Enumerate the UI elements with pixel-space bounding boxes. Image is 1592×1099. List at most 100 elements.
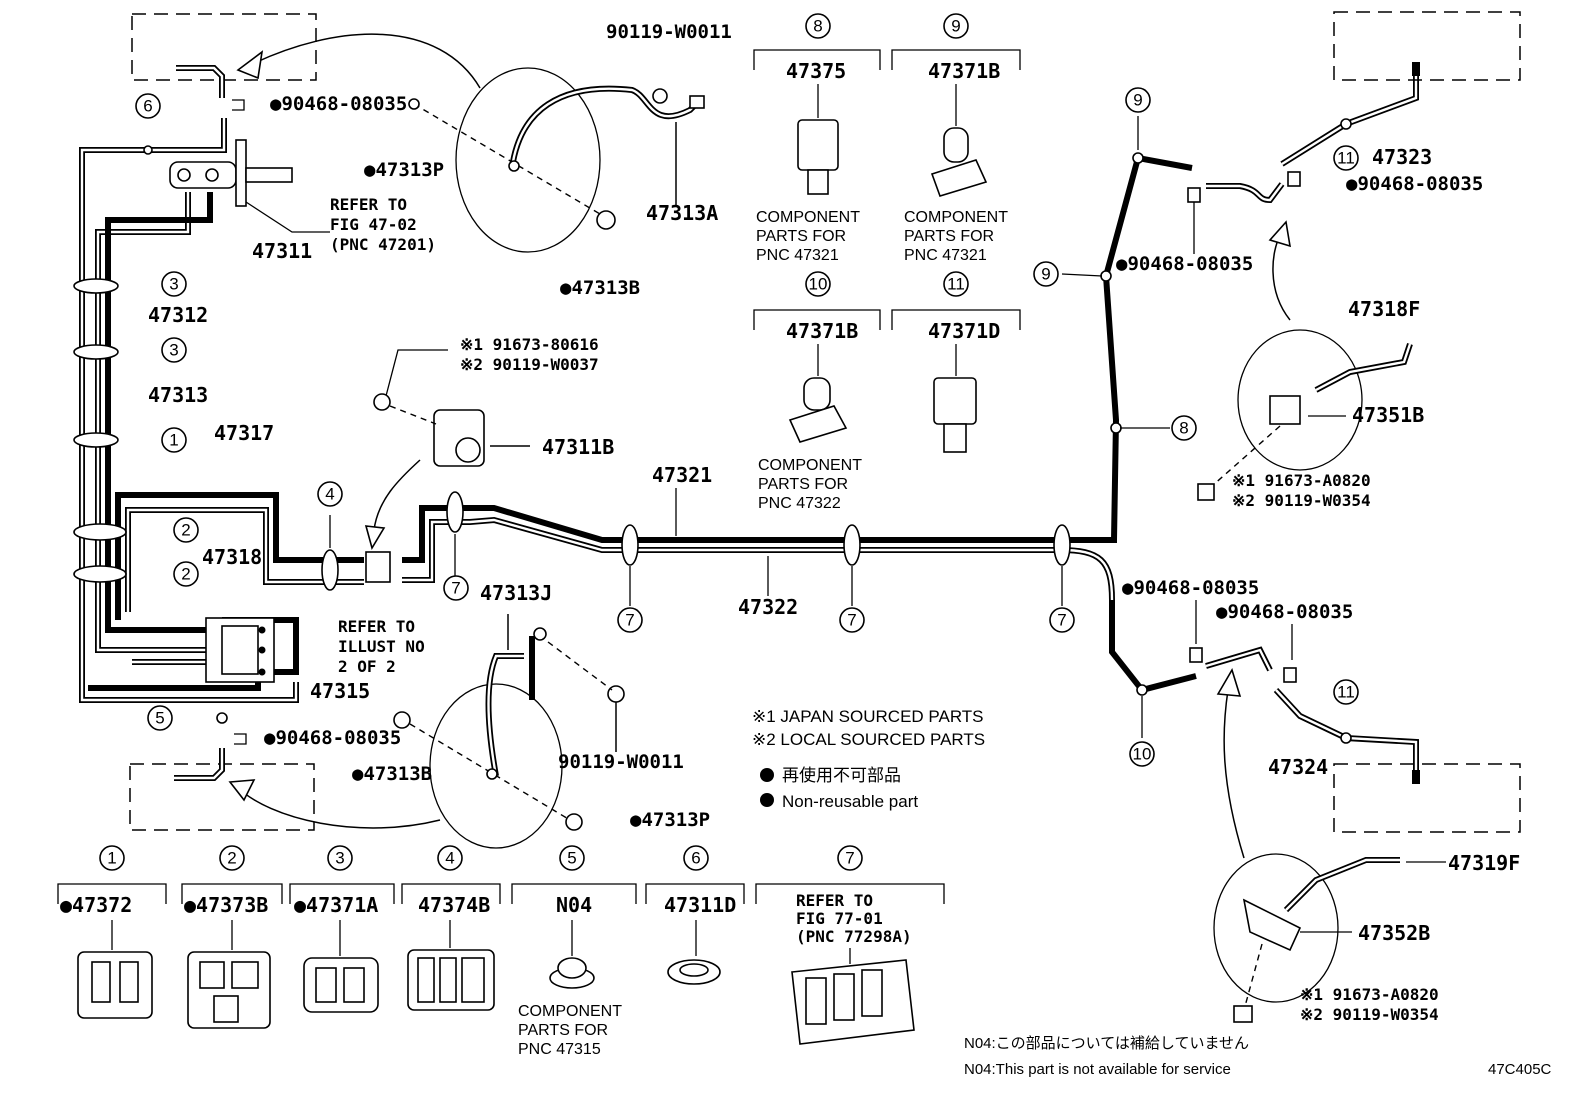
svg-text:●47373B: ●47373B <box>184 893 268 917</box>
label-47352b: 47352B <box>1358 921 1430 945</box>
svg-text:PNC 47315: PNC 47315 <box>518 1041 601 1058</box>
svg-text:ILLUST NO: ILLUST NO <box>338 637 425 656</box>
svg-text:COMPONENT: COMPONENT <box>758 457 862 474</box>
svg-text:PNC 47321: PNC 47321 <box>904 247 987 264</box>
label-47312: 47312 <box>148 303 208 327</box>
label-90468-08035-d: ●90468-08035 <box>1346 173 1483 195</box>
label-47313a: 47313A <box>646 201 718 225</box>
svg-text:6: 6 <box>691 849 700 868</box>
left-tube-bundle <box>73 118 364 703</box>
svg-text:10: 10 <box>809 275 828 294</box>
label-47321: 47321 <box>652 463 712 487</box>
svg-text:(PNC 47201): (PNC 47201) <box>330 235 436 254</box>
svg-text:●47372: ●47372 <box>60 893 132 917</box>
svg-text:4: 4 <box>325 485 334 504</box>
label-47311: 47311 <box>252 239 312 263</box>
bottom-clamp-group-7: 7 REFER TO FIG 77-01 (PNC 77298A) <box>755 845 945 1045</box>
svg-text:47311D: 47311D <box>664 893 736 917</box>
label-47319f: 47319F <box>1448 851 1520 875</box>
legend: ※1 JAPAN SOURCED PARTS ※2 LOCAL SOURCED … <box>752 707 985 811</box>
svg-text:3: 3 <box>335 849 344 868</box>
svg-text:11: 11 <box>947 275 965 294</box>
svg-text:PARTS FOR: PARTS FOR <box>758 476 848 493</box>
svg-text:1: 1 <box>107 849 116 868</box>
svg-text:REFER TO: REFER TO <box>330 195 407 214</box>
label-47313j: 47313J <box>480 581 552 605</box>
svg-text:8: 8 <box>1179 419 1188 438</box>
svg-text:11: 11 <box>1337 149 1355 168</box>
label-90468-08035-b: ●90468-08035 <box>264 727 401 749</box>
label-47322: 47322 <box>738 595 798 619</box>
svg-text:PNC 47322: PNC 47322 <box>758 495 841 512</box>
svg-text:3: 3 <box>169 275 178 294</box>
svg-text:11: 11 <box>1337 683 1355 702</box>
svg-text:10: 10 <box>1133 745 1152 764</box>
svg-text:7: 7 <box>847 611 856 630</box>
svg-text:2 OF 2: 2 OF 2 <box>338 657 396 676</box>
bottom-clamp-group-2: 2 ●47373B <box>181 845 283 1029</box>
label-47311b: 47311B <box>542 435 614 459</box>
top-left-detail-box <box>131 13 481 111</box>
svg-text:※2 90119-W0354: ※2 90119-W0354 <box>1232 491 1371 510</box>
svg-text:●47371A: ●47371A <box>294 893 378 917</box>
svg-text:Non-reusable part: Non-reusable part <box>782 792 918 811</box>
bottom-clamp-group-4: 4 47374B <box>401 845 501 1011</box>
part-labels: 90119-W0011 ●90468-08035 ●47313P 47313A … <box>148 21 1520 945</box>
svg-text:47371B: 47371B <box>928 59 1000 83</box>
svg-text:REFER TO: REFER TO <box>796 891 873 910</box>
label-90119-w0011-top: 90119-W0011 <box>606 21 732 43</box>
svg-text:※2 90119-W0354: ※2 90119-W0354 <box>1300 1005 1439 1024</box>
svg-text:COMPONENT: COMPONENT <box>756 209 860 226</box>
svg-text:47375: 47375 <box>786 59 846 83</box>
label-47318: 47318 <box>202 545 262 569</box>
svg-text:5: 5 <box>155 709 164 728</box>
svg-text:PARTS FOR: PARTS FOR <box>756 228 846 245</box>
svg-text:※2 LOCAL SOURCED PARTS: ※2 LOCAL SOURCED PARTS <box>752 730 985 749</box>
svg-text:PARTS FOR: PARTS FOR <box>904 228 994 245</box>
bracket-47311b <box>364 349 530 583</box>
label-90119-w0011-bot: 90119-W0011 <box>558 751 684 773</box>
svg-text:REFER TO: REFER TO <box>338 617 415 636</box>
svg-text:※1 91673-A0820: ※1 91673-A0820 <box>1300 985 1439 1004</box>
svg-text:7: 7 <box>625 611 634 630</box>
svg-text:FIG 47-02: FIG 47-02 <box>330 215 417 234</box>
main-tubes <box>321 488 1117 606</box>
svg-text:PARTS FOR: PARTS FOR <box>518 1022 608 1039</box>
svg-text:※1 91673-80616: ※1 91673-80616 <box>460 335 599 354</box>
label-47315: 47315 <box>310 679 370 703</box>
svg-text:47371B: 47371B <box>786 319 858 343</box>
right-detail-boxes <box>1333 11 1521 833</box>
label-90468-08035-c: ●90468-08035 <box>1116 253 1253 275</box>
svg-text:FIG 77-01: FIG 77-01 <box>796 909 883 928</box>
bottom-clamp-group-3: 3 ●47371A <box>289 845 395 1013</box>
svg-text:47371D: 47371D <box>928 319 1000 343</box>
svg-text:2: 2 <box>227 849 236 868</box>
svg-text:再使用不可部品: 再使用不可部品 <box>782 765 901 785</box>
svg-text:5: 5 <box>567 849 576 868</box>
svg-text:2: 2 <box>181 521 190 540</box>
label-47351b: 47351B <box>1352 403 1424 427</box>
label-47313b-top: ●47313B <box>560 277 640 299</box>
svg-text:9: 9 <box>1041 265 1050 284</box>
bottom-left-detail-box <box>129 712 441 831</box>
label-90468-08035-f: ●90468-08035 <box>1216 601 1353 623</box>
label-47313p-top: ●47313P <box>364 159 444 181</box>
top-clamp-group-8: 8 47375 COMPONENT PARTS FOR PNC 47321 <box>753 13 881 264</box>
svg-text:7: 7 <box>845 849 854 868</box>
top-clamp-group-10: 10 47371B COMPONENT PARTS FOR PNC 47322 <box>753 271 881 512</box>
svg-text:8: 8 <box>813 17 822 36</box>
top-brake-hose-detail <box>408 67 705 253</box>
svg-text:COMPONENT: COMPONENT <box>518 1003 622 1020</box>
reference-notes: REFER TO FIG 47-02 (PNC 47201) REFER TO … <box>245 195 1439 1024</box>
svg-text:PNC 47321: PNC 47321 <box>756 247 839 264</box>
svg-text:(PNC 77298A): (PNC 77298A) <box>796 927 912 946</box>
svg-text:1: 1 <box>169 431 178 450</box>
label-47313p-bot: ●47313P <box>630 809 710 831</box>
svg-text:7: 7 <box>451 579 460 598</box>
bottom-clamp-group-5: 5 N04 COMPONENT PARTS FOR PNC 47315 <box>511 845 637 1058</box>
callout-6: 6 <box>143 97 152 116</box>
label-90468-08035-a: ●90468-08035 <box>270 93 407 115</box>
svg-text:COMPONENT: COMPONENT <box>904 209 1008 226</box>
svg-text:N04:This part is not available: N04:This part is not available for servi… <box>964 1061 1231 1078</box>
